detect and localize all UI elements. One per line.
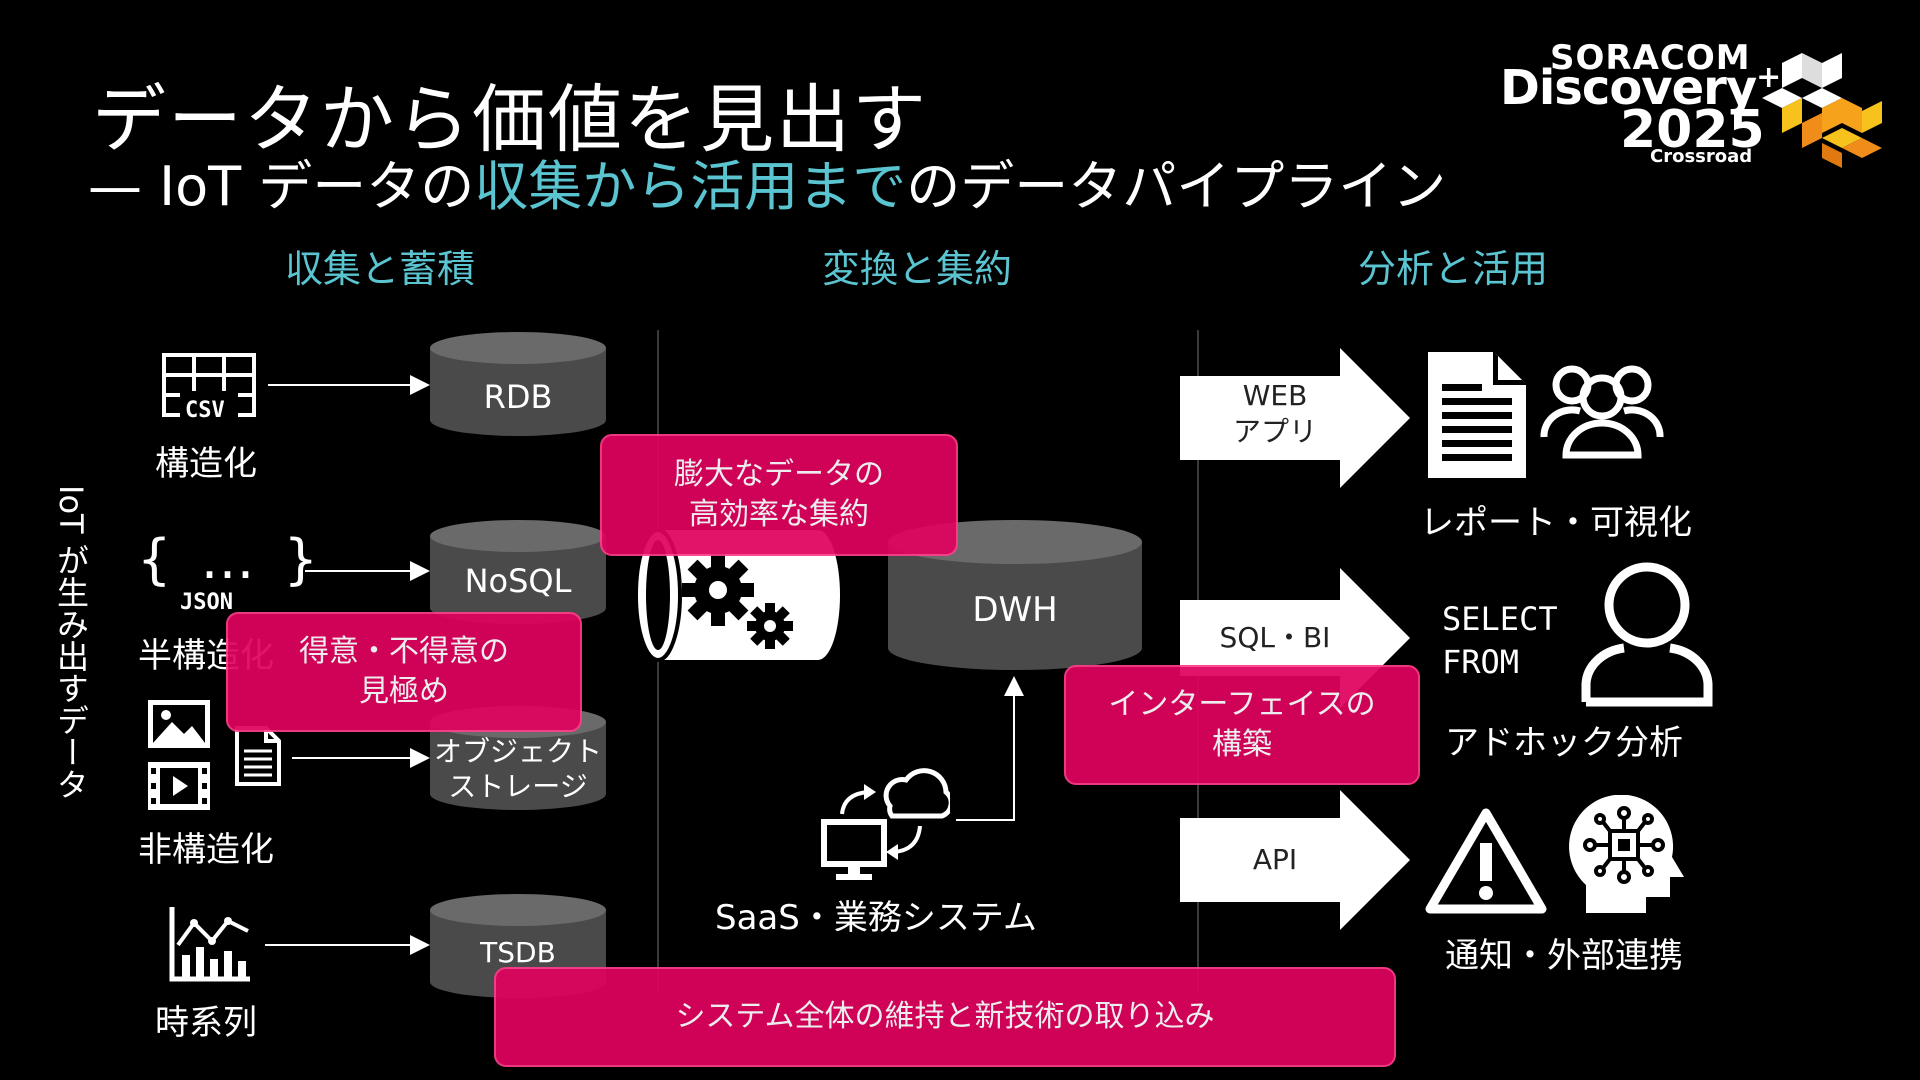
timeseries-chart-icon bbox=[169, 907, 250, 982]
column-heading-collect: 収集と蓄積 bbox=[285, 247, 476, 291]
json-icon-text: JSON bbox=[180, 590, 233, 615]
logo-cube-icon bbox=[1762, 53, 1882, 168]
arrow-api-label: API bbox=[1252, 843, 1298, 876]
subtitle-suffix: のデータパイプライン bbox=[906, 155, 1447, 218]
logo-year: 2025 bbox=[1620, 100, 1765, 160]
saas-label: SaaS・業務システム bbox=[715, 898, 1037, 938]
users-group-icon bbox=[1540, 365, 1664, 459]
callout-maintain: システム全体の維持と新技術の取り込み bbox=[494, 967, 1396, 1067]
store-object-line2: ストレージ bbox=[448, 770, 588, 803]
column-heading-analyze: 分析と活用 bbox=[1358, 247, 1549, 291]
store-rdb-label: RDB bbox=[483, 378, 553, 416]
logo-discovery-text: Discovery bbox=[1500, 60, 1757, 116]
arrow-web-line2: アプリ bbox=[1232, 415, 1317, 449]
callout-aggregate-line2: 高効率な集約 bbox=[689, 497, 869, 532]
report-label: レポート・可視化 bbox=[1420, 503, 1692, 543]
logo-discovery: Discovery+ bbox=[1500, 60, 1781, 116]
callout-strength-line1: 得意・不得意の bbox=[299, 633, 509, 669]
image-icon bbox=[148, 700, 210, 748]
report-document-icon bbox=[1428, 352, 1526, 478]
store-nosql: NoSQL bbox=[430, 518, 606, 626]
saas-cloud-computer-icon bbox=[821, 768, 950, 880]
notify-label: 通知・外部連携 bbox=[1445, 936, 1683, 976]
store-object-line1: オブジェクト bbox=[433, 735, 602, 768]
logo-plus: + bbox=[1756, 60, 1781, 95]
video-icon bbox=[148, 762, 210, 810]
person-icon bbox=[1581, 562, 1713, 707]
arrow-saas-dwh bbox=[956, 676, 1024, 821]
csv-icon-text: CSV bbox=[185, 398, 225, 423]
store-nosql-label: NoSQL bbox=[464, 562, 572, 600]
store-object-label: オブジェクト ストレージ bbox=[422, 734, 614, 804]
warning-icon bbox=[1425, 808, 1547, 914]
sql-from-text: FROM bbox=[1442, 643, 1520, 681]
source-label-unstructured: 非構造化 bbox=[138, 830, 274, 870]
adhoc-label: アドホック分析 bbox=[1445, 723, 1683, 763]
sql-select-text: SELECT bbox=[1442, 600, 1558, 638]
callout-maintain-text: システム全体の維持と新技術の取り込み bbox=[675, 998, 1215, 1034]
csv-table-icon bbox=[162, 353, 256, 417]
page-title: データから価値を見出す bbox=[92, 77, 928, 163]
source-label-timeseries: 時系列 bbox=[155, 1003, 257, 1043]
subtitle-prefix: — IoT データの bbox=[88, 155, 475, 218]
arrow-sql-bi-label: SQL・BI bbox=[1219, 621, 1331, 654]
arrow-api bbox=[1180, 790, 1410, 930]
logo-soracom: SORACOM bbox=[1550, 38, 1751, 78]
callout-interface-line1: インターフェイスの bbox=[1108, 686, 1376, 722]
json-braces-icon: { … } bbox=[137, 528, 325, 591]
store-rdb: RDB bbox=[430, 330, 606, 438]
callout-strength-line2: 見極め bbox=[359, 674, 449, 709]
arrow-web bbox=[1180, 348, 1410, 488]
source-label-structured: 構造化 bbox=[155, 444, 257, 484]
callout-interface: インターフェイスの 構築 bbox=[1064, 665, 1420, 785]
callout-aggregate-line1: 膨大なデータの bbox=[674, 456, 884, 492]
arrow-web-label: WEB アプリ bbox=[1180, 378, 1370, 451]
soracom-logo: SORACOM Discovery+ 2025 Crossroad bbox=[1495, 38, 1895, 168]
arrow-web-line1: WEB bbox=[1242, 379, 1308, 412]
callout-interface-line2: 構築 bbox=[1212, 727, 1272, 762]
side-label: IoT が生み出すデータ bbox=[52, 485, 90, 800]
ai-head-icon bbox=[1569, 795, 1684, 913]
page-subtitle: — IoT データの収集から活用までのデータパイプライン bbox=[88, 142, 1446, 221]
subtitle-highlight: 収集から活用まで bbox=[474, 155, 907, 218]
callout-strength: 得意・不得意の 見極め bbox=[226, 612, 582, 732]
store-dwh-label: DWH bbox=[972, 590, 1058, 630]
callout-aggregate: 膨大なデータの 高効率な集約 bbox=[600, 434, 958, 556]
logo-crossroad: Crossroad bbox=[1650, 146, 1753, 167]
store-tsdb-label: TSDB bbox=[480, 936, 556, 969]
column-heading-transform: 変換と集約 bbox=[822, 247, 1013, 291]
